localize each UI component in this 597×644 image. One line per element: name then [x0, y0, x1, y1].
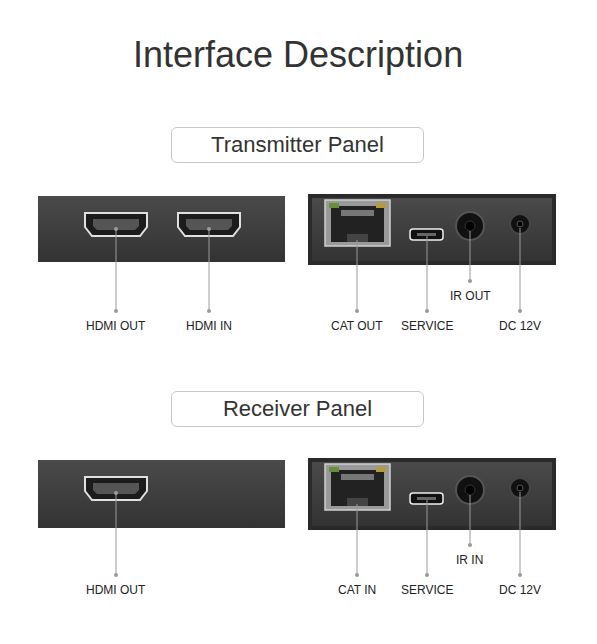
panel-heading-box: Transmitter Panel [171, 127, 424, 163]
port-label: DC 12V [499, 583, 541, 597]
panel-heading-box: Receiver Panel [171, 391, 424, 427]
port-label: SERVICE [401, 583, 453, 597]
panel-heading: Receiver Panel [223, 396, 372, 422]
port-label: CAT OUT [331, 319, 383, 333]
port-label: SERVICE [401, 319, 453, 333]
panel-heading: Transmitter Panel [211, 132, 384, 158]
port-label: HDMI OUT [86, 319, 145, 333]
port-label: DC 12V [499, 319, 541, 333]
port-label: CAT IN [338, 583, 376, 597]
page-title: Interface Description [133, 34, 463, 76]
port-label: IR IN [456, 553, 483, 567]
port-label: HDMI OUT [86, 583, 145, 597]
port-label: HDMI IN [186, 319, 232, 333]
port-label: IR OUT [450, 289, 491, 303]
